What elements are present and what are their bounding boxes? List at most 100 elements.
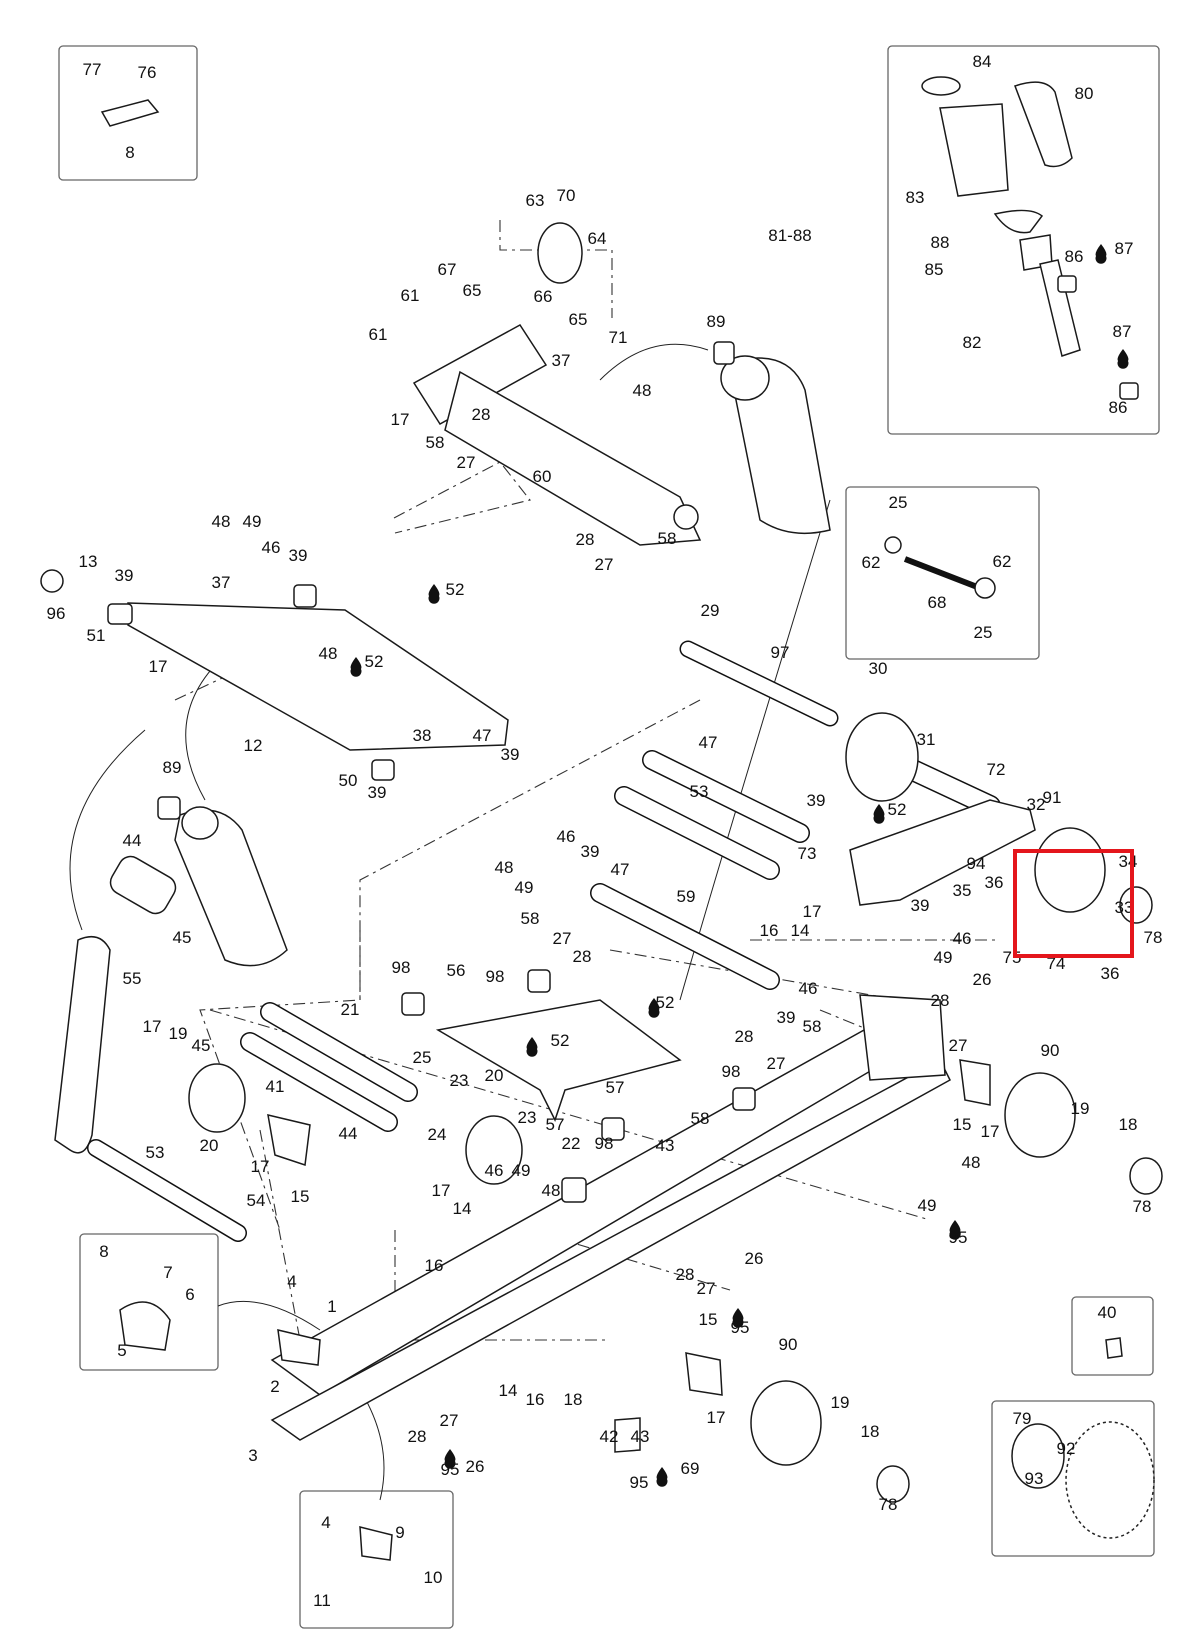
callout-87: 87 [1115,239,1134,258]
callout-73: 73 [798,844,817,863]
callout-39: 39 [368,783,387,802]
callout-58: 58 [691,1109,710,1128]
callout-68: 68 [928,593,947,612]
callout-70: 70 [557,186,576,205]
callout-74: 74 [1047,954,1066,973]
callout-45: 45 [173,928,192,947]
callout-50: 50 [339,771,358,790]
callout-39: 39 [581,842,600,861]
rear-shock [109,796,288,967]
callout-39: 39 [911,896,930,915]
callout-83: 83 [906,188,925,207]
callout-61: 61 [369,325,388,344]
callout-18: 18 [861,1422,880,1441]
callout-95: 95 [630,1473,649,1492]
callout-23: 23 [518,1108,537,1127]
callout-49: 49 [918,1196,937,1215]
upper-arm-and-shock [412,222,831,546]
callout-58: 58 [658,529,677,548]
callout-38: 38 [413,726,432,745]
callout-71: 71 [609,328,628,347]
callout-65: 65 [569,310,588,329]
callout-40: 40 [1098,1303,1117,1322]
callout-52: 52 [551,1031,570,1050]
callout-27: 27 [949,1036,968,1055]
callout-51: 51 [87,626,106,645]
callout-48: 48 [212,512,231,531]
callout-97: 97 [771,643,790,662]
lower-arm-56 [435,999,682,1122]
callout-18: 18 [1119,1115,1138,1134]
callout-89: 89 [707,312,726,331]
idler-wheels [188,712,1163,1539]
callout-79: 79 [1013,1409,1032,1428]
callout-8: 8 [99,1242,108,1261]
callout-49: 49 [934,948,953,967]
callout-77: 77 [83,60,102,79]
callout-12: 12 [244,736,263,755]
callout-28: 28 [472,405,491,424]
callout-48: 48 [495,858,514,877]
callout-14: 14 [499,1381,518,1400]
callout-22: 22 [562,1134,581,1153]
callout-13: 13 [79,552,98,571]
callout-15: 15 [953,1115,972,1134]
callout-91: 91 [1043,788,1062,807]
rear-arm-72 [849,799,1036,906]
shock-assembly-parts [921,76,1139,400]
callout-19: 19 [169,1024,188,1043]
callout-16: 16 [760,921,779,940]
callout-61: 61 [401,286,420,305]
callout-25: 25 [413,1048,432,1067]
callout-56: 56 [447,961,466,980]
callout-48: 48 [542,1181,561,1200]
callout-88: 88 [931,233,950,252]
callout-9: 9 [395,1523,404,1542]
callout-98: 98 [486,967,505,986]
oil-drop-icon [949,1220,961,1240]
callout-26: 26 [745,1249,764,1268]
callout-49: 49 [512,1161,531,1180]
callout-19: 19 [1071,1099,1090,1118]
callout-53: 53 [690,782,709,801]
callout-44: 44 [123,831,142,850]
callout-17: 17 [981,1122,1000,1141]
oil-drop-icon [1117,349,1129,369]
callout-72: 72 [987,760,1006,779]
callout-27: 27 [440,1411,459,1430]
callout-69: 69 [681,1459,700,1478]
callout-35: 35 [953,881,972,900]
callout-24: 24 [428,1125,447,1144]
inset-frame-bracket [79,1233,219,1371]
callout-17: 17 [707,1408,726,1427]
callout-18: 18 [564,1390,583,1409]
callout-11: 11 [313,1591,331,1610]
callout-27: 27 [697,1279,716,1298]
callout-89: 89 [163,758,182,777]
callout-25: 25 [889,493,908,512]
torque-arm-55 [54,935,111,1154]
callout-78: 78 [1144,928,1163,947]
callout-85: 85 [925,260,944,279]
callout-46: 46 [557,827,576,846]
callout-62: 62 [993,552,1012,571]
callout-98: 98 [722,1062,741,1081]
callout-44: 44 [339,1124,358,1143]
callout-10: 10 [424,1568,443,1587]
callout-8: 8 [125,143,134,162]
callout-27: 27 [595,555,614,574]
callout-58: 58 [521,909,540,928]
callout-26: 26 [973,970,992,989]
callout-39: 39 [289,546,308,565]
callout-17: 17 [432,1181,451,1200]
callout-58: 58 [803,1017,822,1036]
inset-frame-shaft [845,486,1040,660]
upper-rear-arm [40,569,509,781]
callout-49: 49 [515,878,534,897]
callout-27: 27 [767,1054,786,1073]
callout-55: 55 [123,969,142,988]
callout-52: 52 [888,800,907,819]
oil-drop-icon [428,584,440,604]
callout-86: 86 [1065,247,1084,266]
